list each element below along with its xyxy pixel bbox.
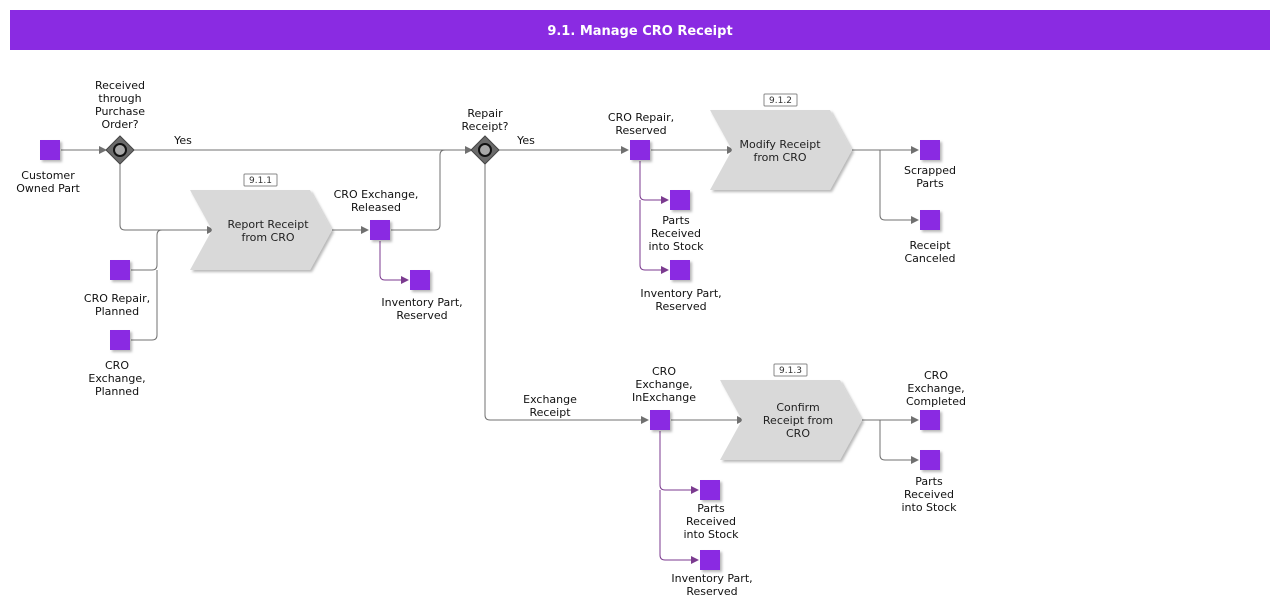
node-customer-owned-part[interactable] (40, 140, 60, 160)
node-cro-exchange-inexchange[interactable] (650, 410, 670, 430)
node-receipt-canceled[interactable] (920, 210, 940, 230)
gateway-purchase-order[interactable] (105, 135, 135, 165)
label-inventory-part-reserved-2: Inventory Part,Reserved (640, 287, 721, 313)
flow-gateway1-no (119, 164, 215, 234)
node-parts-received-into-stock-2[interactable] (700, 480, 720, 500)
node-inventory-part-reserved-2[interactable] (670, 260, 690, 280)
label-cro-repair-reserved: CRO Repair,Reserved (608, 111, 674, 137)
gateway-repair-receipt[interactable] (470, 135, 500, 165)
process-modify-receipt-badge: 9.1.2 (763, 93, 798, 107)
flow-gateway2-exchange (484, 164, 649, 424)
process-modify-receipt-id: 9.1.2 (769, 96, 792, 106)
flow-cro-exchange-planned (131, 270, 158, 341)
header-bar (10, 10, 1270, 50)
objflow-inexchange-to-stock (659, 431, 699, 494)
label-inventory-part-reserved-1: Inventory Part,Reserved (381, 296, 462, 322)
diagram-title: 9.1. Manage CRO Receipt (547, 24, 732, 39)
process-report-receipt-id: 9.1.1 (249, 176, 272, 186)
node-inventory-part-reserved-1[interactable] (410, 270, 430, 290)
node-cro-exchange-released[interactable] (370, 220, 390, 240)
flow-released-to-gateway2 (391, 149, 446, 231)
edge-label-yes-2: Yes (516, 134, 535, 147)
flow-cro-repair-planned (131, 229, 163, 271)
node-scrapped-parts[interactable] (920, 140, 940, 160)
flow-modify-to-canceled (879, 150, 919, 224)
objflow-reserved-to-inventory (639, 200, 669, 274)
node-cro-exchange-planned[interactable] (110, 330, 130, 350)
node-cro-repair-reserved[interactable] (630, 140, 650, 160)
label-cro-repair-planned: CRO Repair,Planned (84, 292, 150, 318)
objflow-reserved-to-stock (639, 161, 669, 204)
objflow-inexchange-to-inventory (659, 490, 699, 564)
label-cro-exchange-released: CRO Exchange,Released (334, 188, 419, 214)
node-parts-received-into-stock-3[interactable] (920, 450, 940, 470)
flow-confirm-to-stock (879, 420, 919, 464)
node-inventory-part-reserved-3[interactable] (700, 550, 720, 570)
node-cro-exchange-completed[interactable] (920, 410, 940, 430)
node-cro-repair-planned[interactable] (110, 260, 130, 280)
process-confirm-receipt-badge: 9.1.3 (773, 363, 808, 377)
node-parts-received-into-stock-1[interactable] (670, 190, 690, 210)
objflow-released-to-inventory (379, 241, 409, 284)
process-report-receipt-badge: 9.1.1 (243, 173, 278, 187)
edge-label-yes-1: Yes (173, 134, 192, 147)
process-confirm-receipt-id: 9.1.3 (779, 366, 802, 376)
label-inventory-part-reserved-3: Inventory Part,Reserved (671, 572, 752, 598)
